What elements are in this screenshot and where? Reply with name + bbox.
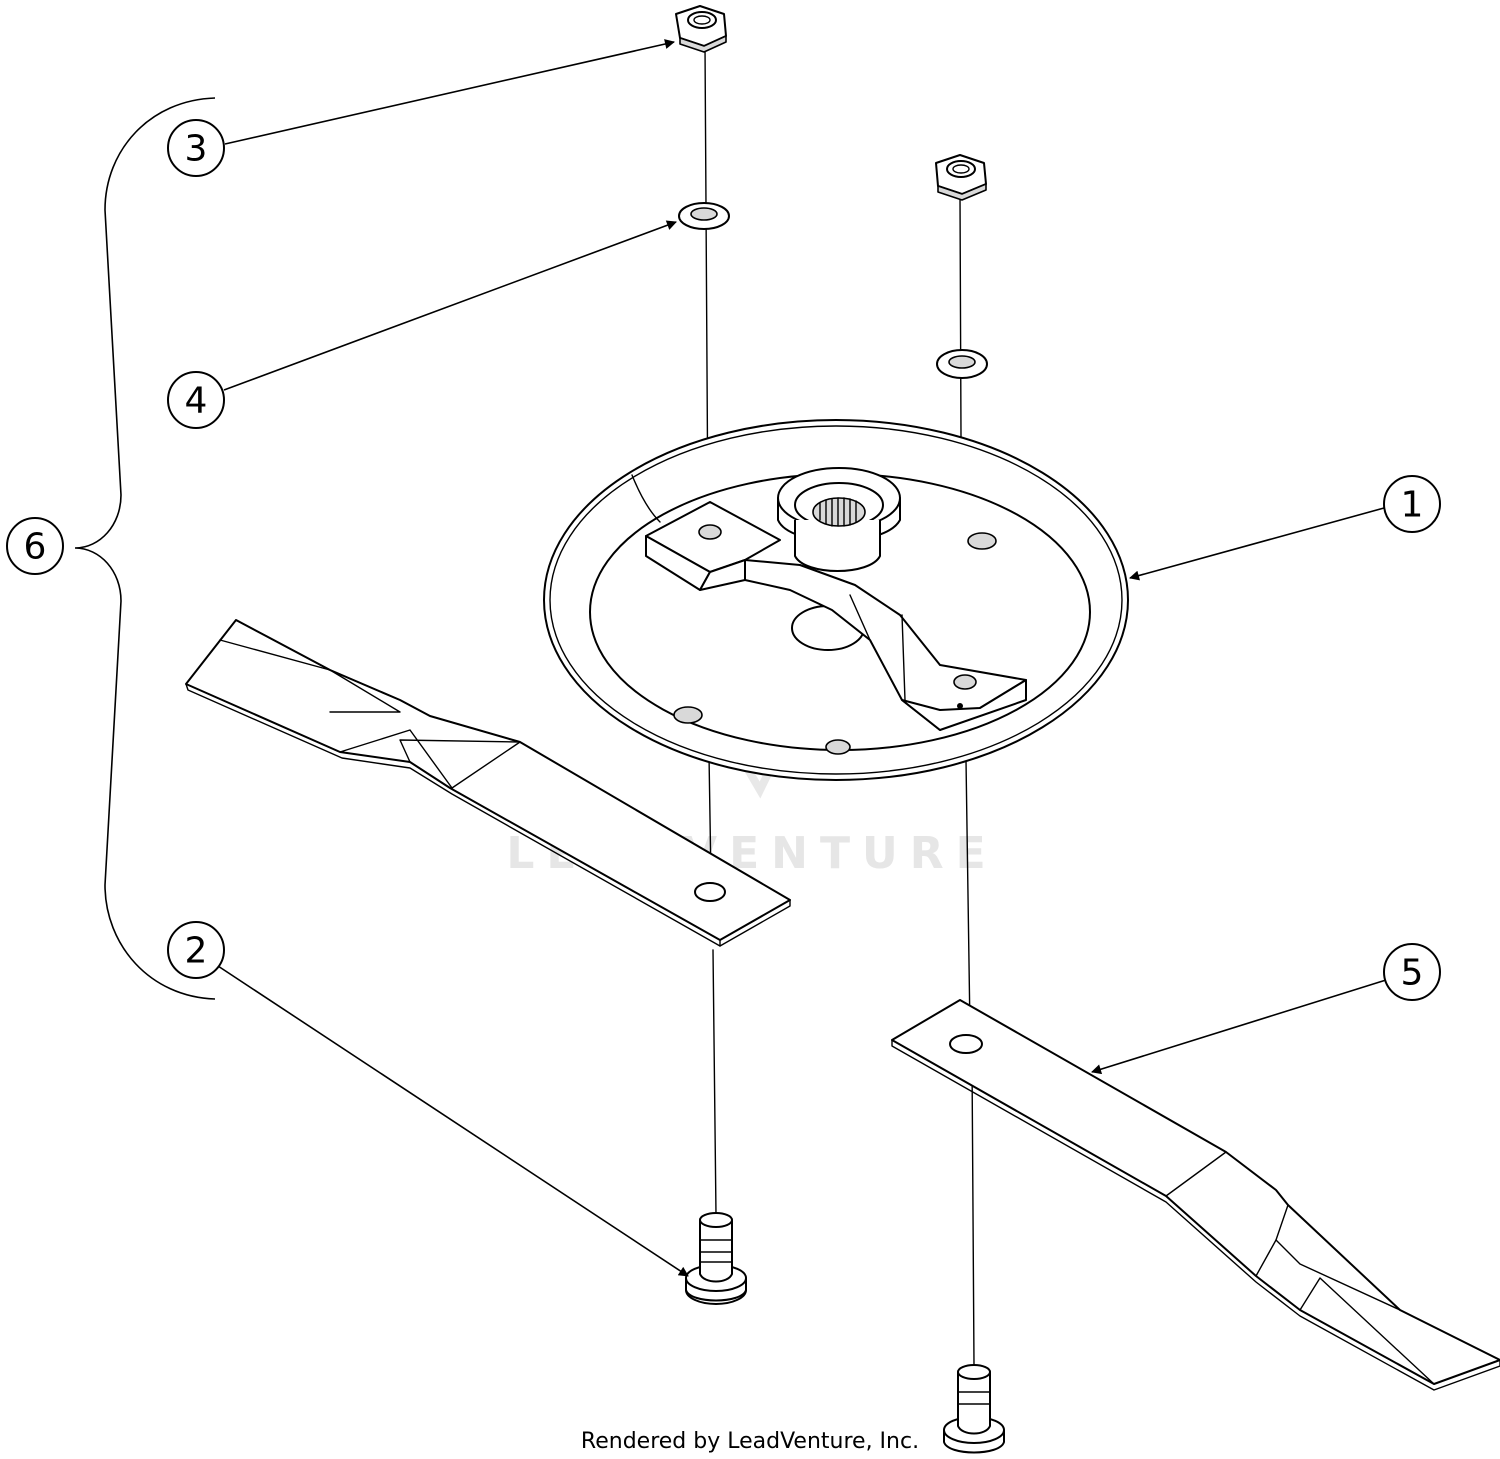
washer-left (678, 202, 730, 230)
callout-1: 1 (1383, 475, 1441, 533)
washer-right (936, 349, 988, 379)
leader-2 (217, 965, 689, 1277)
axis-line-left-bottom (712, 949, 717, 1216)
callout-2: 2 (167, 921, 225, 979)
hex-nut-left (675, 5, 727, 53)
callout-6: 6 (6, 517, 64, 575)
footer-credit: Rendered by LeadVenture, Inc. (581, 1429, 919, 1454)
callout-5-label: 5 (1401, 953, 1424, 994)
callout-3-label: 3 (185, 129, 208, 170)
callout-4-label: 4 (185, 381, 208, 422)
leader-4 (223, 220, 677, 391)
callout-5: 5 (1383, 943, 1441, 1001)
blade-left (185, 619, 791, 947)
leader-3 (224, 39, 675, 145)
callout-3: 3 (167, 119, 225, 177)
axis-line-right-bottom (971, 1059, 975, 1366)
callout-2-label: 2 (185, 931, 208, 972)
axis-line-right-mid (965, 759, 971, 1031)
blade-bolt-right (943, 1364, 1005, 1454)
leader-1 (1129, 507, 1385, 581)
hex-nut-right (935, 154, 987, 201)
blade-adapter (543, 419, 1129, 781)
assembly-bracket (74, 97, 216, 1000)
blade-right (891, 999, 1500, 1391)
leader-5 (1091, 979, 1387, 1075)
blade-bolt-left (685, 1212, 747, 1305)
callout-1-label: 1 (1401, 485, 1424, 526)
callout-4: 4 (167, 371, 225, 429)
callout-6-label: 6 (24, 527, 47, 568)
